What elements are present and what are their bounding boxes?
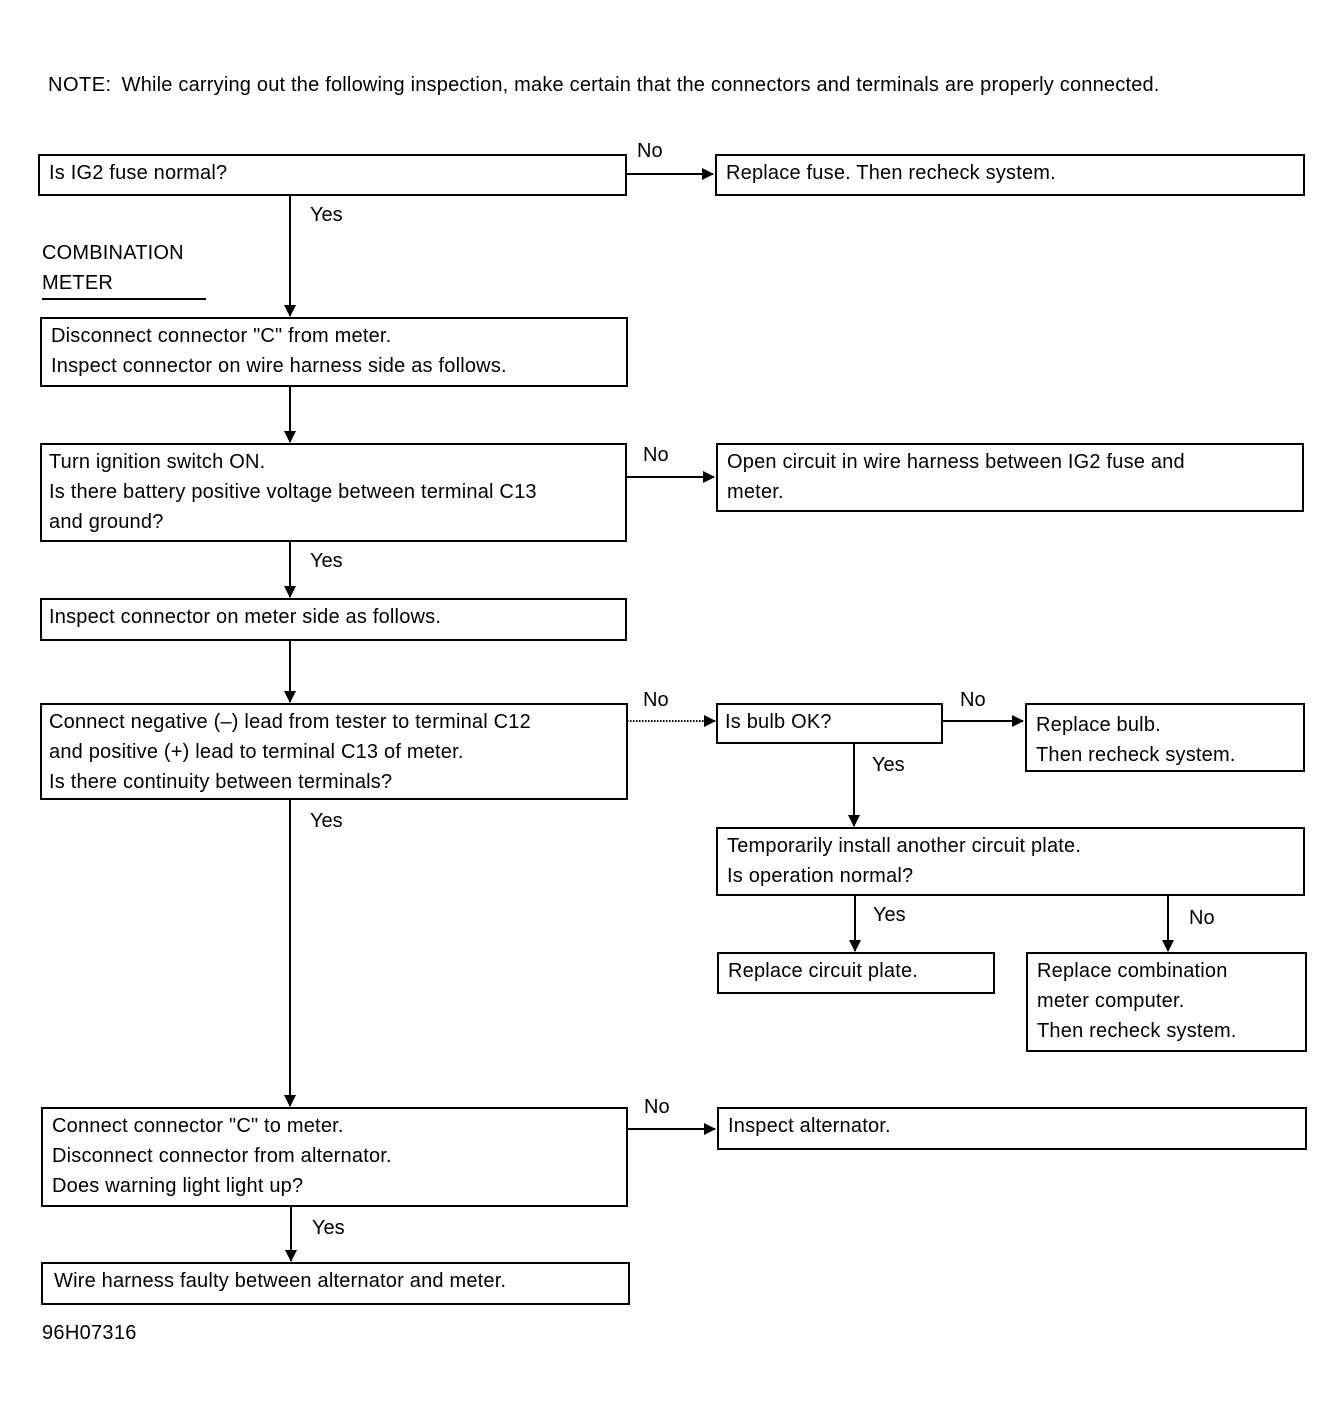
box-inspect-alternator: Inspect alternator. [717,1107,1307,1150]
label-no-ignition: No [643,444,669,466]
label-yes-fuse: Yes [310,204,343,226]
figure-id: 96H07316 [42,1322,137,1344]
label-yes-warning: Yes [312,1217,345,1239]
label-no-bulb: No [960,689,986,711]
box-connect-negative-lead: Connect negative (–) lead from tester to… [40,703,628,800]
box-inspect-meter-side: Inspect connector on meter side as follo… [40,598,627,641]
note: NOTE: While carrying out the following in… [48,70,1278,100]
box-open-circuit: Open circuit in wire harness between IG2… [716,443,1304,512]
note-label: NOTE: [48,74,112,96]
label-no-plate: No [1189,907,1215,929]
box-temp-install-circuit-plate: Temporarily install another circuit plat… [716,827,1305,896]
box-disconnect-connector-c: Disconnect connector "C" from meter. Ins… [40,317,628,387]
box-replace-fuse: Replace fuse. Then recheck system. [715,154,1305,196]
box-replace-meter-computer: Replace combination meter computer. Then… [1026,952,1307,1052]
note-text: While carrying out the following inspect… [121,74,1160,96]
label-yes-plate: Yes [873,904,906,926]
box-ig2-fuse-normal: Is IG2 fuse normal? [38,154,627,196]
label-no-warning: No [644,1096,670,1118]
label-yes-continuity: Yes [310,810,343,832]
box-replace-circuit-plate: Replace circuit plate. [717,952,995,994]
box-wire-harness-faulty: Wire harness faulty between alternator a… [41,1262,630,1305]
label-yes-ignition: Yes [310,550,343,572]
box-replace-bulb: Replace bulb. Then recheck system. [1025,703,1305,772]
box-is-bulb-ok: Is bulb OK? [716,703,943,744]
box-connect-connector-c: Connect connector "C" to meter. Disconne… [41,1107,628,1207]
box-turn-ignition-on: Turn ignition switch ON. Is there batter… [40,443,627,542]
label-no-fuse: No [637,140,663,162]
section-heading-combination-meter: COMBINATION METER [42,238,206,300]
label-no-continuity: No [643,689,669,711]
label-yes-bulb: Yes [872,754,905,776]
